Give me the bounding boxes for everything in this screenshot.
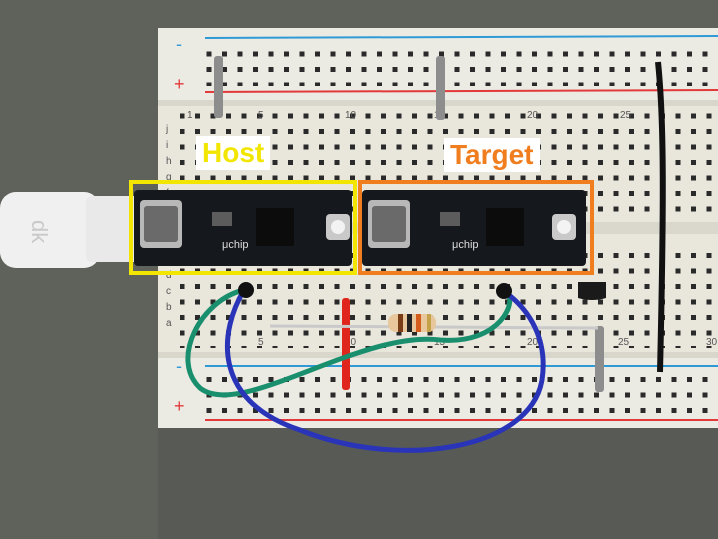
host-board: μchip xyxy=(134,190,352,266)
blue-wire xyxy=(224,288,546,453)
microcontroller-chip xyxy=(486,208,524,246)
usb-cable-text: dk xyxy=(27,220,52,244)
target-label: Target xyxy=(444,138,540,172)
col-number-top: 5 xyxy=(258,110,264,121)
wire-plug xyxy=(496,283,512,299)
top-rail-plus-label: + xyxy=(174,74,185,94)
col-number-bottom: 25 xyxy=(618,337,630,348)
board-brand-text: μchip xyxy=(452,239,479,251)
bottom-rail-plus-label: + xyxy=(174,396,185,416)
top-rail-holes xyxy=(205,46,718,86)
col-number-bottom: 30 xyxy=(706,337,718,348)
target-board: μchip xyxy=(362,190,586,266)
host-label-text: Host xyxy=(202,137,265,168)
wire-plug xyxy=(238,282,254,298)
red-jumper-wire xyxy=(342,298,350,390)
host-highlight-box xyxy=(129,180,357,275)
row-letter: j xyxy=(165,124,168,135)
target-label-text: Target xyxy=(450,139,534,170)
top-rail-red-line xyxy=(204,89,718,93)
row-letter: a xyxy=(166,318,172,329)
col-number-bottom: 5 xyxy=(258,337,264,348)
grey-jumper-wire xyxy=(436,56,445,120)
col-number-top: 20 xyxy=(527,110,539,121)
grey-jumper-wire xyxy=(214,56,223,118)
grey-jumper-wire xyxy=(595,326,604,392)
row-letter: h xyxy=(166,156,172,167)
resistor xyxy=(388,314,436,332)
usb-cable: dk xyxy=(0,192,140,268)
green-wire xyxy=(185,287,513,398)
host-label: Host xyxy=(196,136,271,170)
col-number-top: 1 xyxy=(187,110,193,121)
row-letter: b xyxy=(166,302,172,313)
row-letter: i xyxy=(166,140,168,151)
microcontroller-chip xyxy=(256,208,294,246)
black-wire xyxy=(655,61,666,373)
bottom-rail-minus-label: - xyxy=(176,356,182,376)
target-highlight-box xyxy=(358,180,594,275)
board-brand-text: μchip xyxy=(222,239,249,251)
col-number-top: 10 xyxy=(345,110,357,121)
row-letter: c xyxy=(166,286,171,297)
top-rail-minus-label: - xyxy=(176,34,182,54)
col-number-bottom: 10 xyxy=(345,337,357,348)
table-below-board xyxy=(158,428,718,539)
col-number-top: 25 xyxy=(620,110,632,121)
row-letter: g xyxy=(166,172,172,183)
row-letter: d xyxy=(166,270,172,281)
transistor xyxy=(578,282,606,300)
top-rail-blue-line xyxy=(204,35,718,39)
col-number-bottom: 20 xyxy=(527,337,539,348)
col-number-bottom: 15 xyxy=(434,337,446,348)
